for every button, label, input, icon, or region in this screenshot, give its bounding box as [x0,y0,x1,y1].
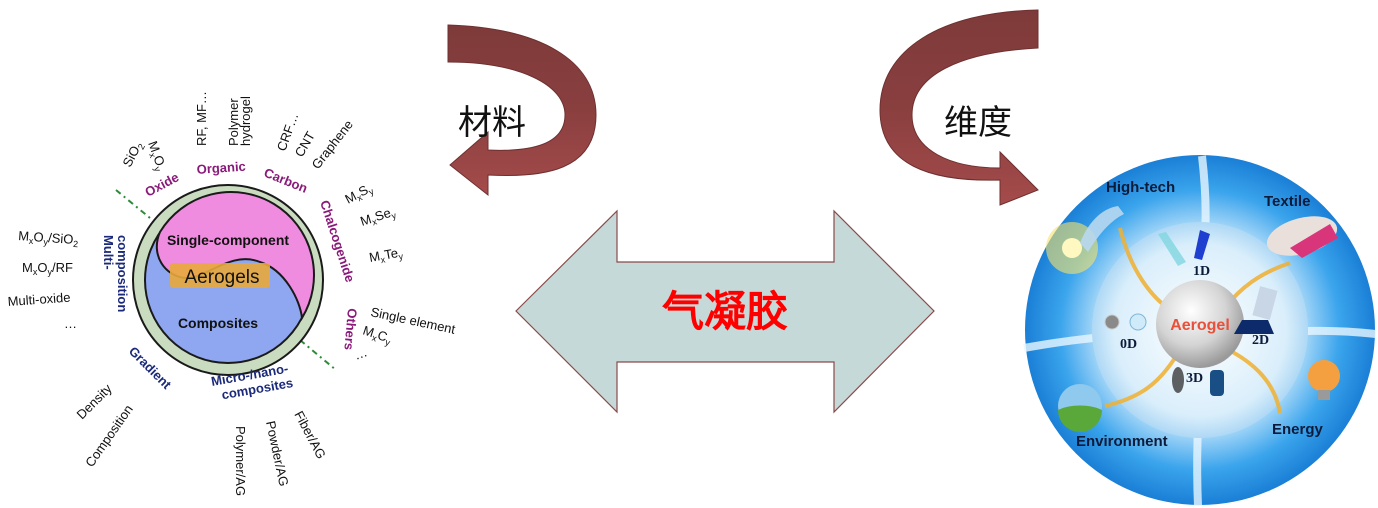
application-environment: Environment [1076,433,1168,450]
3d-structure-icon [1172,367,1184,393]
example-polymer-hydrogel: Polymerhydrogel [226,96,253,146]
2d-sheet-icon [1234,320,1274,334]
example-multi-ellipsis: … [64,316,77,331]
application-energy: Energy [1272,421,1324,438]
example-others-ellipsis: … [352,344,369,363]
1d-rod-icon [1194,230,1210,260]
application-high-tech: High-tech [1106,179,1175,196]
center-top-label: Single-component [167,232,289,248]
aerogels-highlight [170,263,270,288]
category-composition-label: composition [115,235,130,312]
example-rf-mf: RF, MF… [194,91,209,146]
application-textile: Textile [1264,193,1310,210]
category-multi-label: Multi- [101,235,116,270]
double-arrow [515,209,935,414]
center-label: Aerogels [185,267,260,288]
category-organic: Organic [196,159,246,177]
materials-classification-diagram: Single-component Aerogels Composites Oxi… [7,91,457,496]
aerogel-center-label: Aerogel [1170,317,1230,334]
2d-mesh-icon [1252,286,1278,320]
example-multi-oxide: Multi-oxide [7,290,71,309]
energy-bulb-image [1308,360,1340,400]
0d-cage-icon [1129,313,1147,331]
dimension-0d: 0D [1120,337,1137,352]
dimension-label: 维度 [944,103,1012,143]
curved-arrow-material [447,24,597,197]
high-tech-image [1046,206,1124,274]
example-polymer-ag: Polymer/AG [233,426,248,496]
dimension-1d: 1D [1193,264,1210,279]
3d-cylinder-icon [1210,370,1224,396]
dimension-2d: 2D [1252,333,1269,348]
category-multi-composition: Multi- composition [101,235,130,312]
center-bottom-label: Composites [178,315,258,331]
aerogel-chinese-label: 气凝胶 [662,287,788,336]
material-label: 材料 [458,103,526,143]
aerogel-sphere [1156,280,1244,368]
divider-line-top-left [115,189,151,219]
curved-arrow-dimension [879,9,1039,206]
0d-sphere-icon [1104,314,1120,330]
environment-globe-image [1058,384,1102,432]
example-mxoy-sio2: MxOy/SiO2 [18,228,79,249]
dimension-3d: 3D [1186,371,1203,386]
dimension-application-diagram: Aerogel 0D 1D 2D 3D High-tech Textile En… [1023,155,1377,507]
1d-tube-icon [1158,232,1186,266]
category-others: Others [341,308,360,351]
textile-image [1266,216,1338,258]
